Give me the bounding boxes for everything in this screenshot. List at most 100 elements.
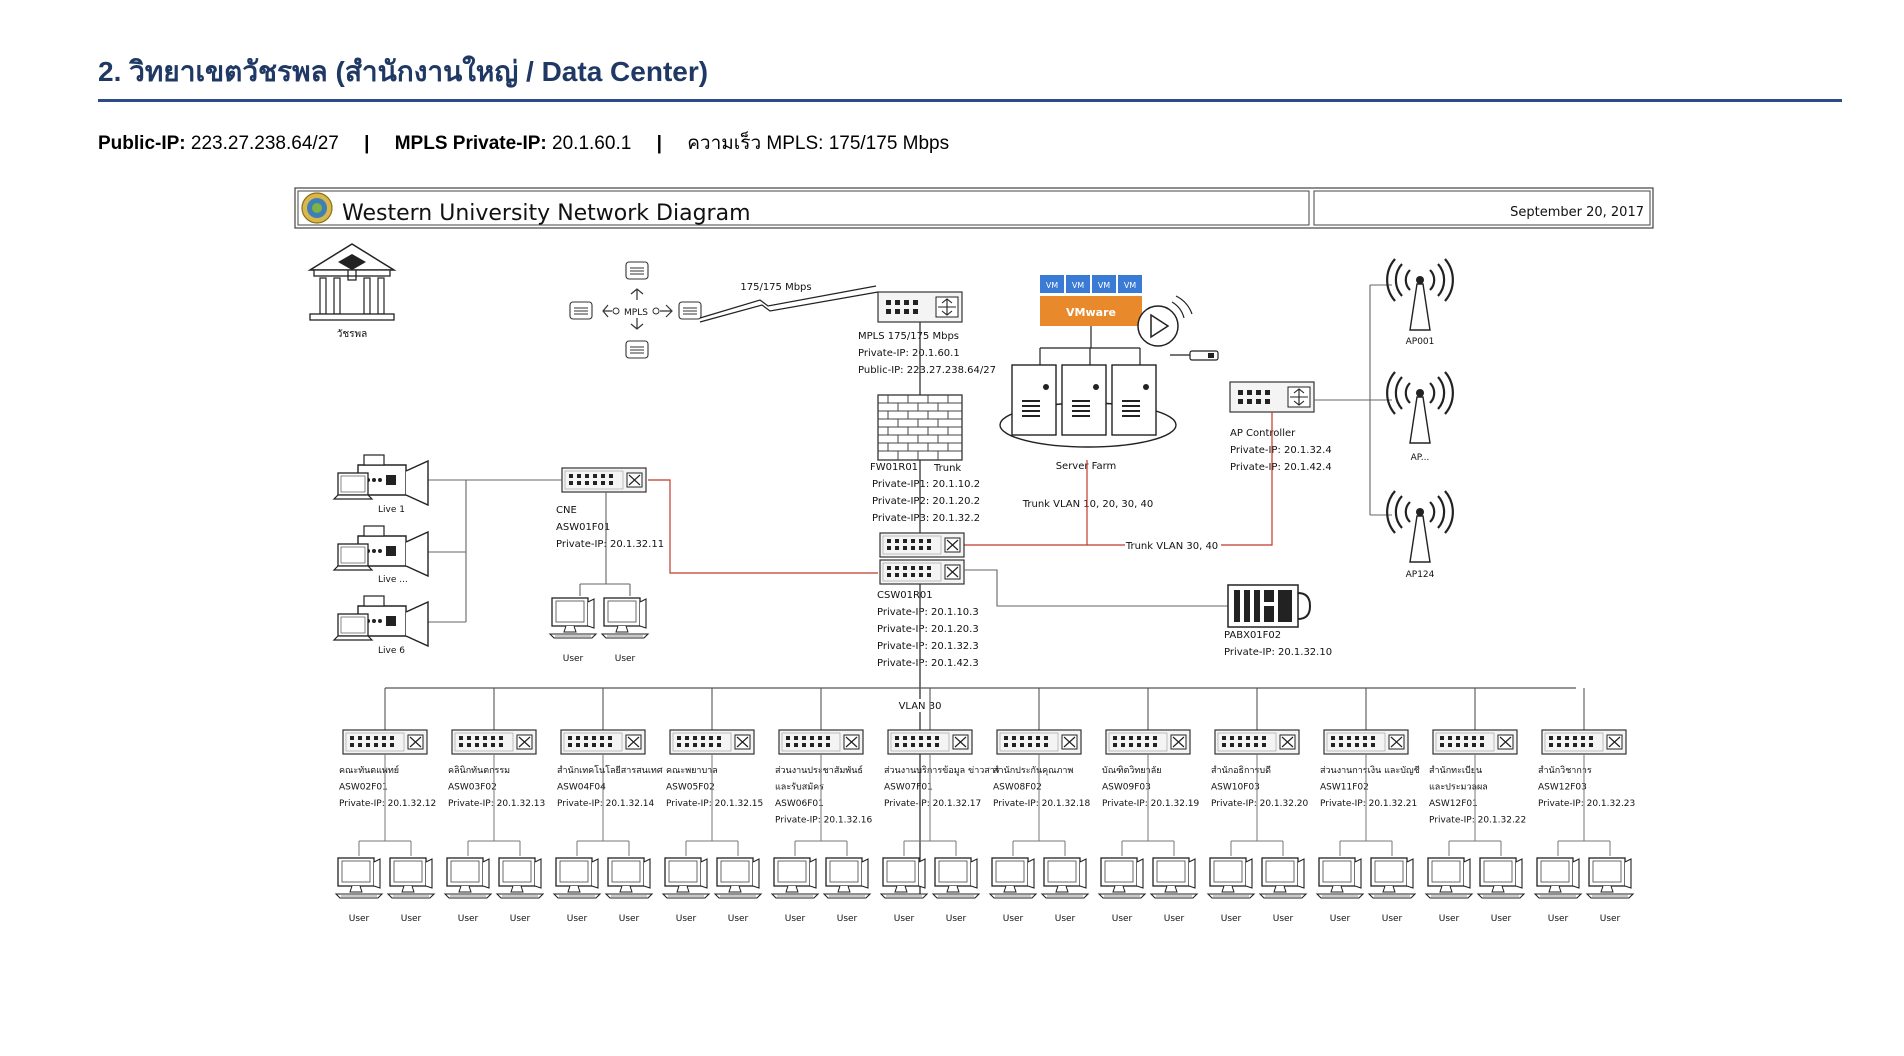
user-pc-icon [1368, 857, 1416, 899]
cne-user-links [579, 492, 631, 596]
cne-label: Private-IP: 20.1.32.11 [556, 539, 664, 550]
user-links [1557, 754, 1611, 856]
user-pc-icon [714, 857, 762, 899]
access-switch-icon [1105, 729, 1191, 755]
user-pc-icon [771, 857, 819, 899]
campus-building-icon [307, 243, 397, 321]
vm-label: VM [1098, 281, 1110, 290]
access-switch-group: ส่วนงานบริการข้อมูล ข่าวสารASW07F01Priva… [880, 688, 1000, 924]
user-pc-icon [335, 857, 383, 899]
trunk-ap-label: Trunk VLAN 30, 40 [1125, 541, 1218, 552]
access-switch-label: ASW06F01 [775, 799, 824, 809]
access-switch-label: ASW03F02 [448, 783, 497, 793]
user-pc-icon [553, 857, 601, 899]
user-label: User [510, 914, 531, 924]
cne-switch-icon [561, 467, 647, 493]
pabx-link [964, 569, 1228, 607]
ap-controller-label: Private-IP: 20.1.32.4 [1230, 445, 1332, 456]
core-switch-icon [879, 559, 965, 585]
firewall-trunk-label: Trunk [933, 463, 961, 474]
access-switch-label: ASW10F03 [1211, 783, 1260, 793]
user-pc-icon [444, 857, 492, 899]
access-switch-icon [996, 729, 1082, 755]
user-links [467, 754, 521, 856]
access-switch-label: คณะพยาบาล [666, 766, 718, 776]
user-label: User [1273, 914, 1294, 924]
user-label: User [1164, 914, 1185, 924]
page-title: 2. วิทยาเขตวัชรพล (สำนักงานใหญ่ / Data C… [98, 56, 709, 87]
firewall-label: FW01R01 [870, 462, 918, 473]
access-switch-label: คณะทันตแพทย์ [339, 764, 399, 776]
access-switch-label: สำนักอธิการบดี [1211, 765, 1271, 776]
user-links [1339, 754, 1393, 856]
usb-stick-icon [1170, 350, 1219, 361]
user-pc-icon [932, 857, 980, 899]
access-switch-label: และประมวลผล [1429, 783, 1488, 793]
access-switch-label: ASW07F01 [884, 783, 933, 793]
access-switch-icon [451, 729, 537, 755]
user-pc-icon [387, 857, 435, 899]
user-pc-icon [549, 597, 597, 639]
user-label: User [563, 654, 584, 664]
user-label: User [1491, 914, 1512, 924]
wifi-ap-icon [1386, 489, 1454, 564]
user-label: User [1382, 914, 1403, 924]
vlan-label: VLAN 30 [899, 701, 942, 712]
user-links [1230, 754, 1284, 856]
server-farm [999, 326, 1177, 448]
vm-label: VM [1046, 281, 1058, 290]
title-divider [98, 99, 1842, 102]
access-switch-label: บัณฑิตวิทยาลัย [1102, 765, 1161, 776]
user-label: User [946, 914, 967, 924]
vm-label: VM [1124, 281, 1136, 290]
user-pc-icon [1534, 857, 1582, 899]
mpls-speed-text: ความเร็ว MPLS: 175/175 Mbps [687, 133, 950, 154]
access-switch-label: คลินิกทันตกรรม [448, 765, 510, 776]
link-speed-label: 175/175 Mbps [740, 282, 811, 293]
access-switch-label: Private-IP: 20.1.32.21 [1320, 799, 1417, 809]
cne-label: ASW01F01 [556, 522, 610, 533]
core-label: CSW01R01 [877, 590, 933, 601]
user-label: User [401, 914, 422, 924]
firewall-label: Private-IP2: 20.1.20.2 [872, 496, 980, 507]
user-label: User [1439, 914, 1460, 924]
access-switch-label: Private-IP: 20.1.32.12 [339, 799, 436, 809]
public-ip-label: Public-IP: [98, 133, 186, 154]
vm-label: VM [1072, 281, 1084, 290]
diagram-date: September 20, 2017 [1510, 205, 1644, 220]
access-switch-icon [560, 729, 646, 755]
access-switch-label: ASW08F02 [993, 783, 1042, 793]
user-pc-icon [1316, 857, 1364, 899]
user-pc-icon [1041, 857, 1089, 899]
connection-info-bar: Public-IP: 223.27.238.64/27 | MPLS Priva… [98, 128, 949, 158]
user-pc-icon [1098, 857, 1146, 899]
cne-label: CNE [556, 505, 577, 516]
diagram-title: Western University Network Diagram [342, 201, 751, 226]
mpls-link [699, 291, 879, 323]
access-switch-label: ASW04F04 [557, 783, 606, 793]
user-links [358, 754, 412, 856]
user-label: User [676, 914, 697, 924]
vmware-label: VMware [1066, 306, 1116, 319]
cne-red-line [648, 479, 878, 574]
user-label: User [1221, 914, 1242, 924]
play-icon [1137, 295, 1193, 347]
access-switch-label: ส่วนงานประชาสัมพันธ์ [775, 764, 863, 776]
user-pc-icon [989, 857, 1037, 899]
user-links [1012, 754, 1066, 856]
access-switch-group: ส่วนงานประชาสัมพันธ์และรับสมัครASW06F01P… [771, 688, 873, 924]
access-switch-label: ส่วนงานบริการข้อมูล ข่าวสาร [884, 765, 1000, 776]
camera-label: Live ... [378, 575, 408, 585]
server-farm-label: Server Farm [1056, 461, 1117, 472]
user-label: User [567, 914, 588, 924]
user-label: User [1055, 914, 1076, 924]
access-switch-icon [887, 729, 973, 755]
user-label: User [785, 914, 806, 924]
vlan-label-bg [896, 699, 944, 712]
mpls-cloud: MPLS [569, 261, 702, 359]
